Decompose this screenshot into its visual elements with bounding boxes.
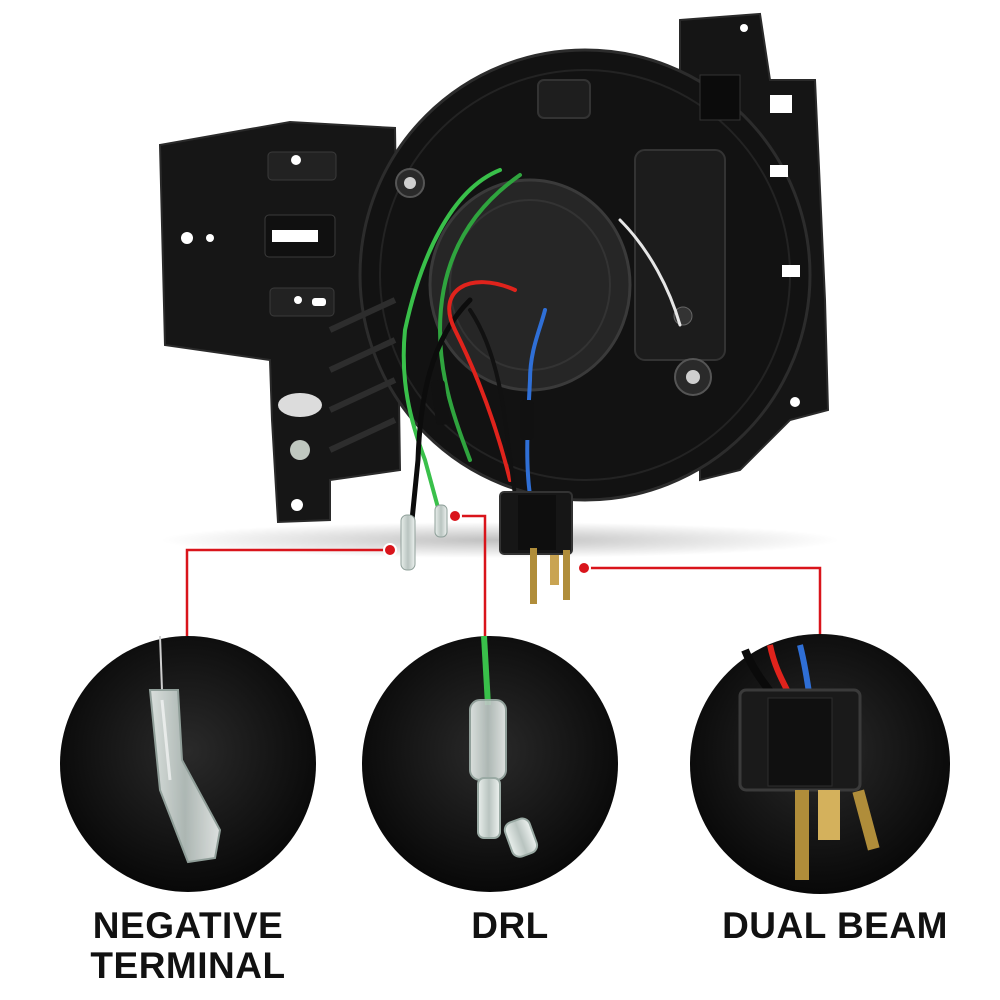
red-wire <box>447 280 517 482</box>
callout-line-drl <box>455 514 487 636</box>
label-negative-terminal: NEGATIVE TERMINAL <box>60 906 316 986</box>
wiring-harness <box>401 168 682 523</box>
label-negative-line1: NEGATIVE <box>92 905 284 946</box>
drl-terminal <box>434 504 448 538</box>
left-mount-bracket <box>158 120 402 524</box>
callout-dot-dual-beam <box>577 561 591 575</box>
detail-dual-beam <box>690 634 950 894</box>
black-wire <box>159 635 163 691</box>
callout-dot-drl <box>448 509 462 523</box>
terminal-sleeve <box>469 699 507 781</box>
green-wire <box>481 635 491 706</box>
green-wire <box>401 168 502 517</box>
terminal-sleeve <box>148 689 222 864</box>
black-wire <box>409 297 473 523</box>
h4-connector <box>499 491 573 604</box>
callout-line-negative <box>185 548 390 636</box>
headlight-housing <box>158 12 830 524</box>
label-drl: DRL <box>471 905 549 946</box>
blue-wire <box>525 308 547 497</box>
callout-line-dual-beam <box>584 566 822 636</box>
adjuster-housing <box>634 149 726 361</box>
negative-terminal <box>400 514 416 571</box>
callout-lines <box>185 514 822 636</box>
detail-drl <box>362 635 618 892</box>
detail-negative-terminal <box>60 635 316 892</box>
green-wire <box>437 173 522 462</box>
black-wire <box>468 308 517 497</box>
callout-dot-negative <box>383 543 397 557</box>
label-negative-line2: TERMINAL <box>90 945 286 986</box>
label-dual-beam: DUAL BEAM <box>722 905 948 946</box>
white-wire <box>618 218 682 327</box>
